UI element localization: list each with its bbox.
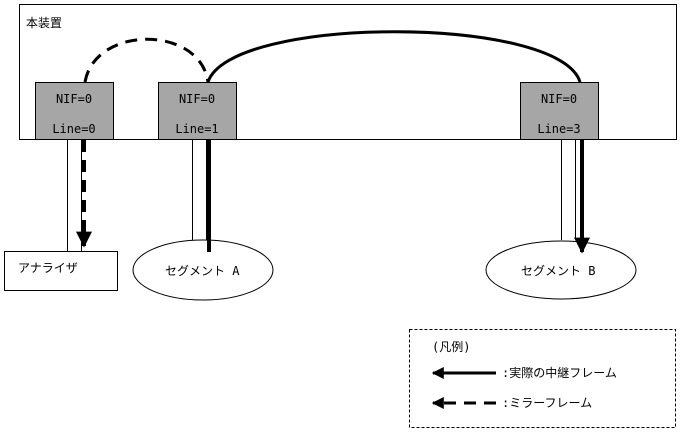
port-nif-line0: NIF=0 bbox=[55, 92, 93, 106]
port-line-line0: Line=0 bbox=[52, 122, 96, 136]
legend-solid-label: :実際の中継フレーム bbox=[502, 366, 617, 380]
legend-title: (凡例) bbox=[432, 340, 471, 354]
port-nif-line3: NIF=0 bbox=[540, 92, 578, 106]
device-title: 本装置 bbox=[26, 16, 63, 30]
port-box-line3 bbox=[520, 82, 599, 140]
mirror-arc bbox=[83, 37, 210, 83]
legend-box bbox=[409, 329, 676, 428]
port-box-line1 bbox=[158, 82, 237, 140]
segment-b-label: セグメント B bbox=[521, 264, 596, 278]
port-box-line0 bbox=[35, 82, 114, 140]
segment-a-ellipse bbox=[132, 239, 274, 301]
port-line-line1: Line=1 bbox=[175, 122, 219, 136]
segment-b-ellipse bbox=[485, 240, 637, 300]
analyzer-box bbox=[4, 251, 118, 291]
segment-a-label: セグメント A bbox=[165, 264, 240, 278]
relay-arc bbox=[206, 30, 582, 83]
port-line-line3: Line=3 bbox=[537, 122, 581, 136]
analyzer-label: アナライザ bbox=[18, 261, 78, 275]
port-nif-line1: NIF=0 bbox=[178, 92, 216, 106]
legend-dashed-label: :ミラーフレーム bbox=[502, 396, 593, 410]
